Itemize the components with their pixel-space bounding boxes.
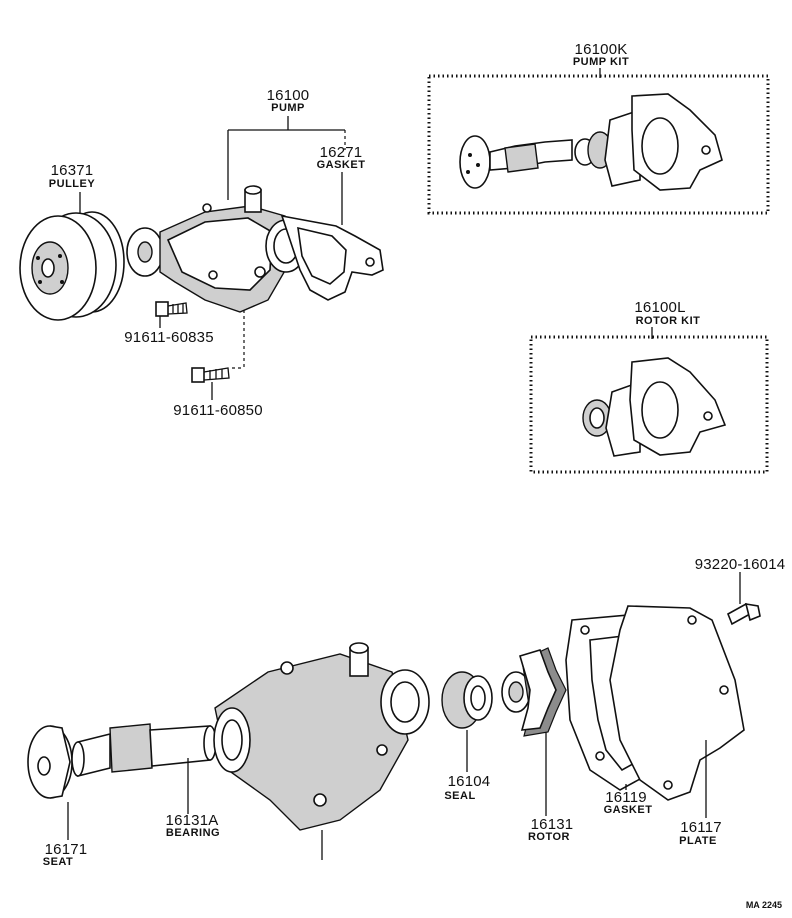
part-16100-name: PUMP	[271, 102, 305, 114]
bolt-91611-60835-illustration	[155, 301, 188, 328]
part-16100-number: 16100	[266, 87, 310, 104]
part-16100K-number: 16100K	[574, 41, 628, 58]
bearing-16131A-illustration	[71, 723, 217, 814]
part-16100K-name: PUMP KIT	[572, 56, 630, 68]
pulley-16371-illustration	[19, 192, 125, 321]
leader-16100	[227, 116, 346, 225]
bolt-91611-60835-number: 91611-60835	[124, 329, 214, 346]
diagram-code: MA 2245	[745, 900, 782, 910]
part-16119-number: 16119	[605, 789, 647, 806]
bolt-91611-60850-number: 91611-60850	[173, 402, 263, 419]
part-16100L-number: 16100L	[634, 299, 686, 316]
part-16117-name: PLATE	[679, 835, 717, 847]
bolt-91611-60850-illustration	[191, 310, 245, 400]
part-16371-name: PULLEY	[48, 178, 96, 190]
part-16117-number: 16117	[680, 819, 722, 836]
part-16119-name: GASKET	[603, 804, 653, 816]
part-16371-number: 16371	[50, 162, 94, 179]
part-16131-number: 16131	[530, 816, 574, 833]
rotor-kit-box	[529, 327, 769, 474]
screw-93220-16014-number: 93220-16014	[694, 556, 786, 573]
part-16131A-number: 16131A	[165, 812, 219, 829]
part-16131-name: ROTOR	[527, 831, 571, 843]
part-16131A-name: BEARING	[165, 827, 221, 839]
gasket-16271-illustration	[280, 214, 384, 301]
pump-kit-box	[427, 68, 770, 215]
part-16104-number: 16104	[447, 773, 491, 790]
part-16104-name: SEAL	[444, 790, 476, 802]
part-16171-number: 16171	[44, 841, 88, 858]
part-16271-name: GASKET	[316, 159, 366, 171]
pump-body-illustration	[213, 642, 430, 860]
rotor-16131-illustration	[501, 647, 567, 816]
seat-16171-illustration	[27, 725, 73, 840]
pump-16100-illustration	[126, 185, 307, 313]
part-16271-number: 16271	[319, 144, 363, 161]
part-16100L-name: ROTOR KIT	[635, 315, 701, 327]
plate-16117-illustration	[609, 605, 745, 818]
screw-93220-16014-illustration	[726, 572, 761, 626]
seal-16104-illustration	[441, 671, 493, 772]
part-16171-name: SEAT	[42, 856, 74, 868]
